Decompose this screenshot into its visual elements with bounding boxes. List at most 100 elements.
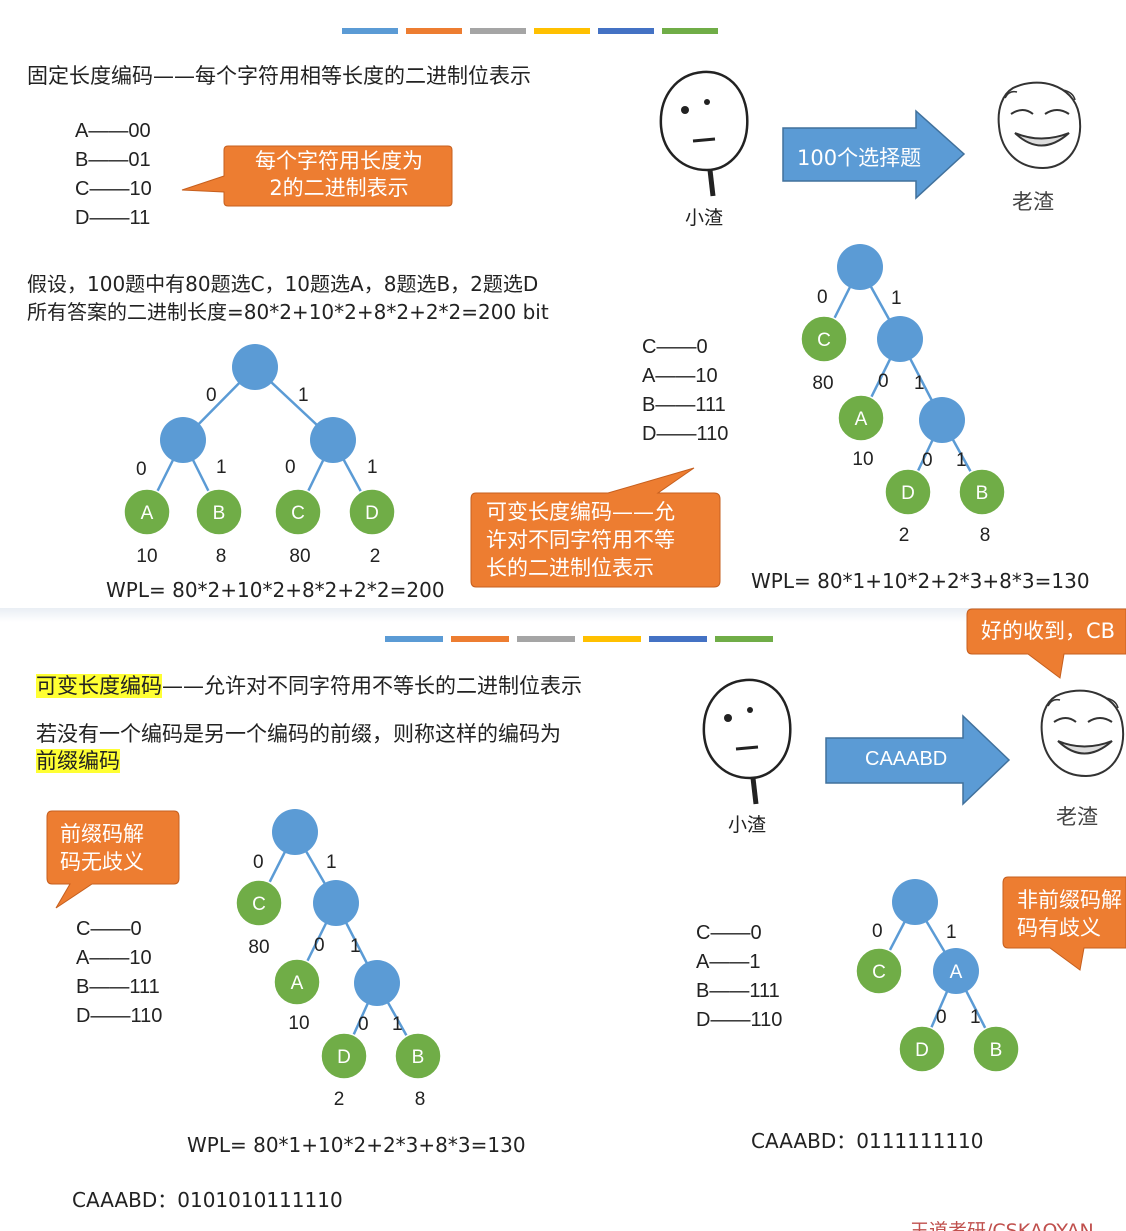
variable-length-definition: 可变长度编码——允许对不同字符用不等长的二进制位表示	[36, 670, 582, 700]
person-small-label: 小渣	[728, 814, 767, 836]
internal-node	[933, 948, 979, 994]
code-item: A——00	[75, 120, 151, 142]
total-length-line: 所有答案的二进制长度=80*2+10*2+8*2+2*2=200 bit	[27, 300, 549, 324]
leaf-label: D	[901, 483, 915, 504]
top-color-bars	[342, 19, 726, 38]
code-item: D——110	[76, 1005, 163, 1027]
internal-node	[310, 417, 356, 463]
edge-label: 0	[314, 935, 325, 956]
leaf-label: A	[141, 503, 154, 524]
edge-label: 0	[285, 457, 296, 478]
callout-var: 可变长度编码——允 许对不同字符用不等 长的二进制位表示	[486, 498, 675, 582]
fixed-length-title: 固定长度编码——每个字符用相等长度的二进制位表示	[27, 64, 531, 88]
callout-line: 前缀码解	[60, 822, 144, 846]
edge-label: 0	[878, 371, 889, 392]
tree-prefix-code: 0 1 0 1 0 1 C A D B 80 10 2 8	[235, 809, 442, 1110]
leaf-node	[394, 1032, 442, 1080]
code-item: C——0	[696, 922, 762, 944]
poker-face-icon	[659, 70, 749, 197]
code-item: C——0	[76, 918, 142, 940]
leaf-label: B	[976, 483, 989, 504]
bar	[715, 636, 773, 642]
weight-label: 2	[370, 546, 381, 567]
callout-ambig-shape	[1002, 876, 1126, 971]
weight-label: 2	[899, 525, 910, 546]
bar	[517, 636, 575, 642]
bar	[583, 636, 641, 642]
edge-label: 1	[946, 922, 957, 943]
callout-reply: 好的收到，CB	[981, 619, 1116, 643]
edge-label: 1	[392, 1014, 403, 1035]
callout-line: 非前缀码解	[1017, 888, 1122, 912]
nonprefix-code-list: C——0 A——1 B——111 D——110	[696, 919, 782, 1035]
callout-prefix: 前缀码解 码无歧义	[60, 820, 144, 876]
leaf-node	[235, 879, 283, 927]
edge-label: 1	[970, 1007, 981, 1028]
leaf-node	[972, 1025, 1020, 1073]
slide2-color-bars	[385, 627, 781, 646]
code-item: B——111	[696, 980, 780, 1002]
highlight-term: 前缀编码	[36, 749, 120, 773]
bar	[385, 636, 443, 642]
root-node	[232, 344, 278, 390]
root-node	[837, 244, 883, 290]
node-label: D	[915, 1040, 929, 1061]
prefix-code-list: C——0 A——10 B——111 D——110	[76, 915, 162, 1031]
weight-label: 2	[334, 1089, 345, 1110]
leaf-node	[274, 488, 322, 536]
leaf-node	[320, 1032, 368, 1080]
weight-label: 80	[289, 546, 310, 567]
edge-label: 1	[367, 457, 378, 478]
weight-label: 80	[812, 373, 833, 394]
bar	[649, 636, 707, 642]
leaf-label: A	[855, 409, 868, 430]
leaf-node	[800, 315, 848, 363]
weight-label: 8	[980, 525, 991, 546]
code-item: B——111	[76, 976, 160, 998]
root-node	[892, 879, 938, 925]
leaf-label: B	[412, 1047, 425, 1068]
node-label: C	[872, 962, 886, 983]
code-item: A——1	[696, 951, 761, 973]
prefix-term-line: 前缀编码	[36, 745, 120, 775]
edge-label: 0	[922, 450, 933, 471]
troll-face-icon	[1040, 689, 1125, 778]
callout-ambig: 非前缀码解 码有歧义	[1017, 886, 1126, 942]
internal-node	[919, 397, 965, 443]
bar	[598, 28, 654, 34]
leaf-label: D	[337, 1047, 351, 1068]
leaf-label: D	[365, 503, 379, 524]
callout-line: 每个字符用长度为	[255, 149, 423, 173]
callout-var-shape	[470, 467, 721, 588]
bar	[534, 28, 590, 34]
leaf-node	[837, 394, 885, 442]
wpl-prefix: WPL= 80*1+10*2+2*3+8*3=130	[187, 1133, 526, 1157]
weight-label: 8	[415, 1089, 426, 1110]
callout-line: 码有歧义	[1017, 916, 1101, 940]
assumption-line: 假设，100题中有80题选C，10题选A，8题选B，2题选D	[27, 272, 539, 296]
edge-label: 0	[253, 852, 264, 873]
callout-fixed-shape	[181, 145, 453, 207]
callout-line: 可变长度编码——允	[486, 500, 675, 524]
fixed-code-list: A——00 B——01 C——10 D——11	[75, 117, 152, 233]
edge-label: 1	[216, 457, 227, 478]
person-old-label: 老渣	[1012, 190, 1054, 214]
bar	[662, 28, 718, 34]
internal-node	[160, 417, 206, 463]
leaf-node	[195, 488, 243, 536]
leaf-label: C	[252, 894, 266, 915]
code-item: D——110	[642, 423, 729, 445]
edge-label: 1	[350, 936, 361, 957]
arrow-label: CAAABD	[865, 748, 948, 770]
internal-node	[877, 316, 923, 362]
weight-label: 10	[288, 1013, 309, 1034]
leaf-label: A	[291, 973, 304, 994]
callout-fixed: 每个字符用长度为 2的二进制表示	[226, 148, 452, 202]
internal-node	[354, 960, 400, 1006]
highlight-term: 可变长度编码	[36, 674, 162, 698]
edge-label: 0	[136, 459, 147, 480]
leaf-node	[884, 468, 932, 516]
edge-label: 1	[891, 288, 902, 309]
code-item: D——11	[75, 207, 151, 229]
leaf-node	[855, 947, 903, 995]
